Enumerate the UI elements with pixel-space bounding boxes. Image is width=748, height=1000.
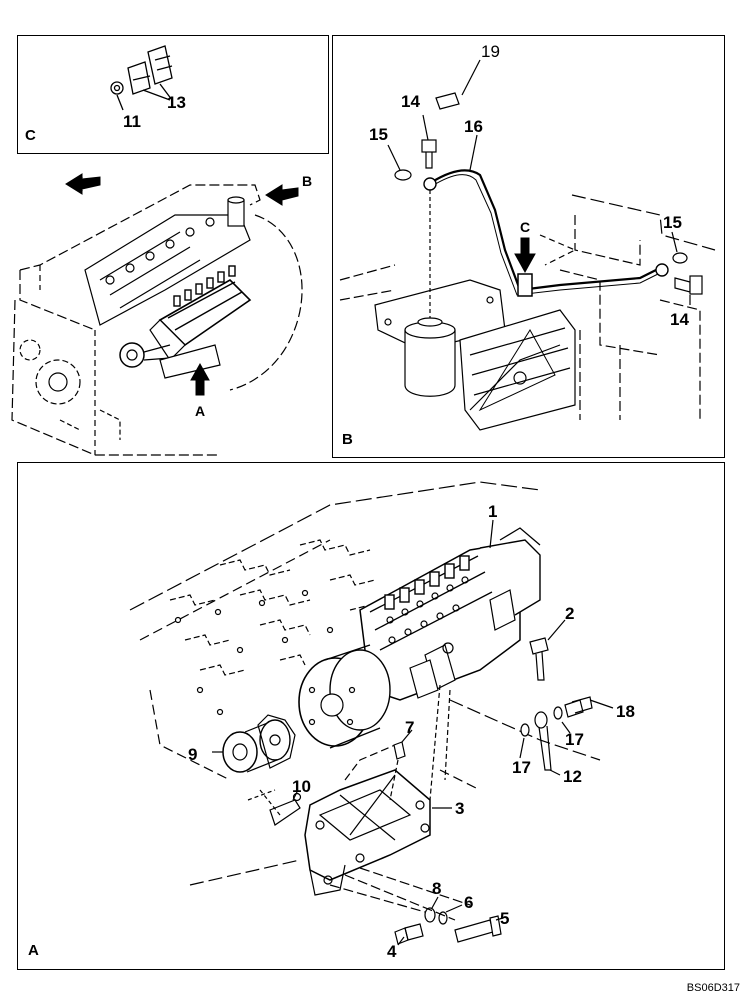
view-arrow-c: [514, 237, 536, 274]
callout-2: 2: [565, 604, 574, 623]
panel-b-artwork: [339, 59, 716, 431]
fuel-pipe-16: [431, 169, 661, 292]
overview-label-a: A: [195, 403, 205, 419]
callout-3: 3: [455, 799, 464, 818]
callout-13: 13: [167, 93, 186, 112]
callout-4: 4: [387, 942, 397, 961]
callout-14-right: 14: [670, 310, 689, 329]
nut-part-11: [110, 81, 124, 95]
arrow-label-c: C: [520, 219, 530, 235]
callout-8: 8: [432, 879, 441, 898]
detail-panel-c: [17, 35, 329, 154]
callout-9: 9: [188, 745, 197, 764]
clamp-part-13: [127, 45, 173, 95]
view-arrow-a: [190, 362, 210, 396]
overview-label-b: B: [302, 173, 312, 189]
callout-17-right: 17: [565, 730, 584, 749]
coupling-part-9: [222, 714, 296, 773]
callout-19: 19: [481, 42, 500, 61]
detail-panel-b: [332, 35, 725, 458]
view-arrow-top-left: [65, 173, 101, 195]
view-arrow-b: [265, 184, 299, 206]
overview-engine-artwork: [11, 184, 303, 456]
callout-14-top: 14: [401, 92, 420, 111]
drawing-code: BS06D317: [686, 982, 740, 994]
panel-c-artwork: [110, 45, 173, 111]
bracket-part-3: [304, 769, 431, 881]
panel-a-letter: A: [28, 942, 39, 959]
detail-panel-a: [17, 462, 725, 970]
callout-7: 7: [405, 718, 414, 737]
callout-15-right: 15: [663, 213, 682, 232]
callout-11: 11: [123, 112, 141, 131]
panel-c-letter: C: [25, 127, 36, 144]
callout-12: 12: [563, 767, 582, 786]
callout-17-left: 17: [512, 758, 531, 777]
callout-15-left: 15: [369, 125, 388, 144]
callout-6: 6: [464, 893, 473, 912]
callout-1: 1: [488, 502, 497, 521]
panel-b-letter: B: [342, 431, 353, 448]
callout-10: 10: [292, 777, 311, 796]
callout-5: 5: [500, 909, 509, 928]
callout-18: 18: [616, 702, 635, 721]
panel-a-artwork: [129, 481, 614, 946]
overview-arrows: [65, 173, 299, 396]
callout-16: 16: [464, 117, 483, 136]
